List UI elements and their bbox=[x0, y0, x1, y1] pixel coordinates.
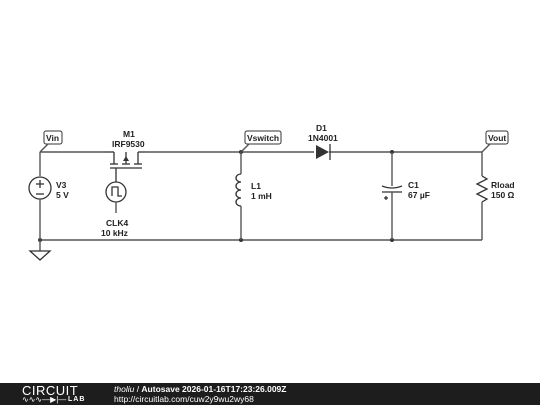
m1-value: IRF9530 bbox=[112, 139, 145, 149]
mosfet-m1[interactable] bbox=[106, 151, 146, 182]
clock-source-clk4[interactable] bbox=[105, 181, 127, 213]
node-label-vin: Vin bbox=[46, 133, 59, 143]
l1-value: 1 mH bbox=[251, 191, 272, 201]
logo-text-top: CIRCUIT bbox=[22, 383, 79, 398]
clk4-name: CLK4 bbox=[106, 218, 128, 228]
node-label-vout: Vout bbox=[488, 133, 506, 143]
c1-value: 67 µF bbox=[408, 190, 430, 200]
capacitor-c1[interactable] bbox=[381, 152, 403, 240]
circuitlab-logo[interactable]: CIRCUIT ∿∿∿—▶|— LAB bbox=[22, 383, 102, 404]
rload-name: Rload bbox=[491, 180, 515, 190]
inductor-l1[interactable] bbox=[235, 152, 242, 240]
footer-separator: / bbox=[134, 384, 142, 394]
diode-d1[interactable] bbox=[316, 144, 331, 160]
v3-name: V3 bbox=[56, 180, 67, 190]
footer-user[interactable]: tholiu bbox=[114, 384, 135, 394]
logo-text-bottom: LAB bbox=[68, 396, 86, 403]
node-flag-vswitch[interactable]: Vswitch bbox=[240, 130, 282, 153]
node-flag-vout[interactable]: Vout bbox=[481, 130, 509, 153]
schematic-canvas[interactable]: V3 5 V M1 IRF9530 CLK4 10 kHz L1 1 mH bbox=[0, 0, 540, 383]
node-label-vswitch: Vswitch bbox=[247, 133, 279, 143]
ground-symbol bbox=[28, 240, 52, 261]
d1-value: 1N4001 bbox=[308, 133, 338, 143]
footer-bar: CIRCUIT ∿∿∿—▶|— LAB tholiu / Autosave 20… bbox=[0, 383, 540, 405]
logo-wave-icon: ∿∿∿—▶|— bbox=[22, 395, 67, 404]
m1-name: M1 bbox=[123, 129, 135, 139]
node-flag-vin[interactable]: Vin bbox=[39, 130, 63, 153]
rload-value: 150 Ω bbox=[491, 190, 515, 200]
l1-name: L1 bbox=[251, 181, 261, 191]
clk4-value: 10 kHz bbox=[101, 228, 128, 238]
footer-meta-line: tholiu / Autosave 2026-01-16T17:23:26.00… bbox=[114, 384, 286, 394]
v3-value: 5 V bbox=[56, 190, 69, 200]
voltage-source-v3[interactable] bbox=[28, 152, 52, 240]
c1-name: C1 bbox=[408, 180, 419, 190]
circuit-schematic: V3 5 V M1 IRF9530 CLK4 10 kHz L1 1 mH bbox=[28, 123, 515, 261]
footer-title[interactable]: Autosave 2026-01-16T17:23:26.009Z bbox=[141, 384, 287, 394]
d1-name: D1 bbox=[316, 123, 327, 133]
footer-url[interactable]: http://circuitlab.com/cuw2y9wu2wy68 bbox=[114, 394, 254, 404]
resistor-rload[interactable] bbox=[475, 152, 489, 240]
